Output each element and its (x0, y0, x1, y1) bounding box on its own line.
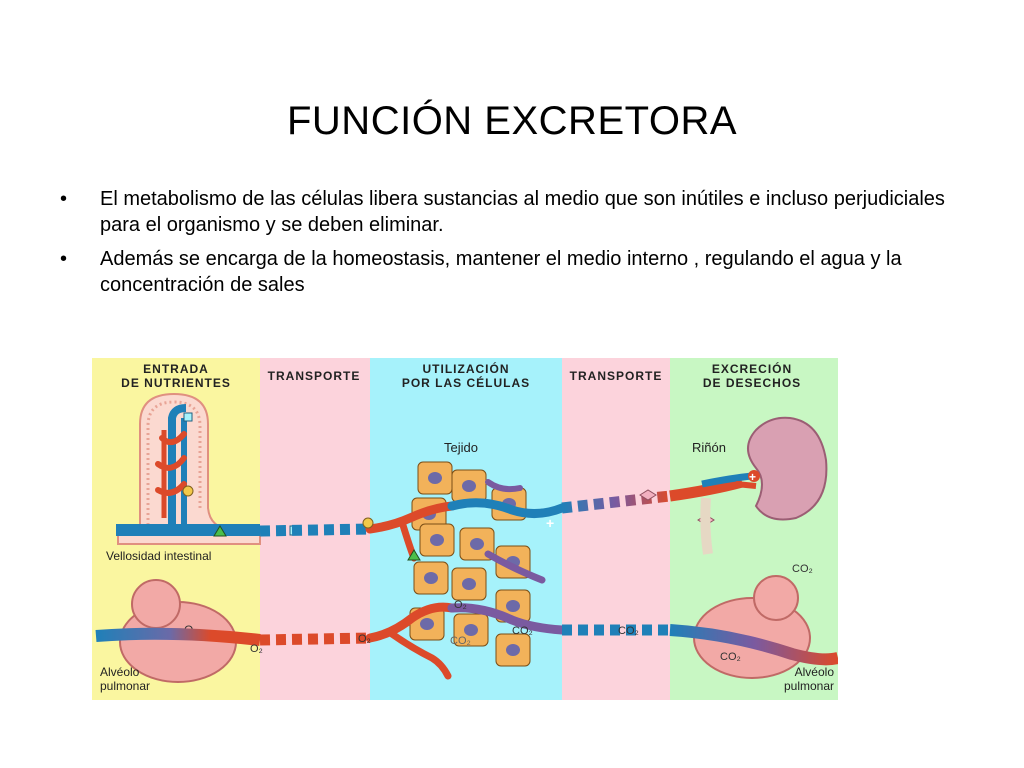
tissue-cells (409, 461, 531, 667)
bullet-text: Además se encarga de la homeostasis, man… (100, 248, 902, 296)
kidney-illustration: + (700, 416, 828, 555)
heading-transporte-2: TRANSPORTE (570, 369, 663, 383)
vessel-bottom-right (669, 624, 838, 666)
diamond-marker-top (639, 489, 657, 501)
bullet-dot: • (60, 188, 68, 210)
tissue-capillaries (365, 479, 567, 680)
heading-utilizacion-2: POR LAS CÉLULAS (402, 375, 530, 390)
excretory-diagram: ENTRADA DE NUTRIENTES TRANSPORTE UTILIZA… (92, 358, 838, 700)
bullet-item: • Además se encarga de la homeostasis, ma… (58, 246, 958, 298)
heading-entrada-2: DE NUTRIENTES (121, 376, 231, 390)
label-co2-vessel: CO₂ (618, 625, 639, 637)
label-co2-exhale: CO₂ (792, 563, 813, 575)
heading-excrecion-1: EXCRECIÓN (712, 361, 792, 376)
panel-transporte-2 (562, 358, 670, 700)
label-alveolo-left-1: Alvéolo (100, 665, 140, 679)
label-vellosidad: Vellosidad intestinal (106, 549, 211, 563)
label-tejido: Tejido (444, 440, 478, 455)
dashed-vessel-bottom-left (259, 632, 371, 646)
dashed-vessel-top-left (259, 523, 371, 537)
bullet-list: • El metabolismo de las células libera su… (58, 186, 958, 306)
alveolus-left (119, 579, 237, 683)
bullet-item: • El metabolismo de las células libera su… (58, 186, 958, 238)
triangle-marker (213, 525, 227, 537)
bullet-dot: • (60, 248, 68, 270)
heading-excrecion-2: DE DESECHOS (703, 376, 801, 390)
label-co2-right-alveolus: CO₂ (720, 651, 741, 663)
heading-entrada-1: ENTRADA (143, 362, 209, 376)
triangle-marker-tissue (407, 549, 421, 561)
slide-title: FUNCIÓN EXCRETORA (286, 98, 738, 143)
label-o2-vessel: O₂ (250, 643, 263, 655)
plus-marker-tissue: + (546, 515, 554, 531)
heading-utilizacion-1: UTILIZACIÓN (423, 361, 510, 376)
label-o2-tissue-2: O₂ (454, 599, 467, 611)
vessel-bottom-left (95, 627, 261, 646)
label-co2-tissue-2: CO₂ (450, 635, 471, 647)
label-o2-tissue-1: O₂ (358, 633, 371, 645)
svg-text:+: + (749, 470, 756, 484)
bullet-text: El metabolismo de las células libera sus… (100, 188, 945, 236)
dashed-vessel-top-right (561, 490, 671, 514)
label-alveolo-right-2: pulmonar (784, 679, 834, 693)
label-rinon: Riñón (692, 440, 726, 455)
label-alveolo-left-2: pulmonar (100, 679, 150, 693)
heading-transporte-1: TRANSPORTE (268, 369, 361, 383)
label-co2-tissue-1: CO₂ (512, 625, 533, 637)
circle-marker-tissue (362, 517, 374, 529)
diagram-svg: ENTRADA DE NUTRIENTES TRANSPORTE UTILIZA… (92, 358, 838, 700)
label-alveolo-right-1: Alvéolo (795, 665, 835, 679)
